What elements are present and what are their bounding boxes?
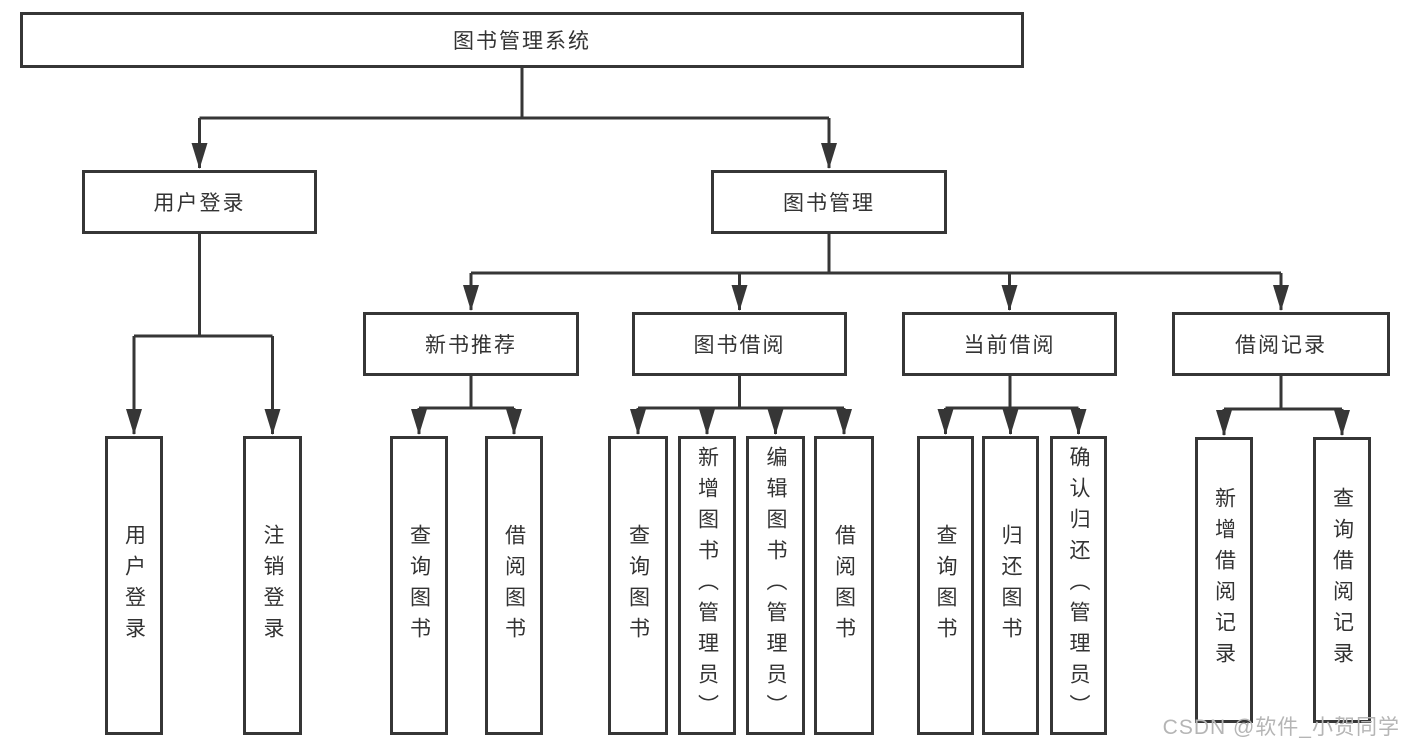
leaf-borrow-books-recommend: 借阅图书 <box>485 436 543 735</box>
leaf-label: 归还图书 <box>999 523 1022 648</box>
leaf-user-login: 用户登录 <box>105 436 163 735</box>
leaf-add-books-admin: 新增图书（管理员） <box>678 436 736 735</box>
node-label: 图书借阅 <box>693 334 786 357</box>
leaf-label: 编辑图书（管理员） <box>764 446 787 725</box>
node-book-management: 图书管理 <box>711 170 947 234</box>
leaf-label: 查询图书 <box>626 523 650 648</box>
leaf-query-books-borrowing: 查询图书 <box>608 436 668 735</box>
leaf-label: 查询图书 <box>934 523 957 648</box>
leaf-borrow-books: 借阅图书 <box>814 436 874 735</box>
leaf-label: 注销登录 <box>261 523 284 648</box>
csdn-watermark: CSDN @软件_小贺同学 <box>1162 716 1400 739</box>
node-label: 当前借阅 <box>963 334 1056 357</box>
leaf-label: 新增图书（管理员） <box>695 446 719 725</box>
leaf-query-borrow-record: 查询借阅记录 <box>1313 437 1371 723</box>
node-label: 用户登录 <box>153 192 246 215</box>
node-library-system-root: 图书管理系统 <box>20 12 1024 68</box>
leaf-label: 确认归还（管理员） <box>1067 446 1090 725</box>
leaf-label: 查询图书 <box>407 523 431 648</box>
leaf-label: 用户登录 <box>122 523 146 648</box>
node-current-borrowing: 当前借阅 <box>902 312 1117 376</box>
leaf-logout: 注销登录 <box>243 436 302 735</box>
node-label: 图书管理 <box>783 192 875 215</box>
node-borrow-records: 借阅记录 <box>1172 312 1390 376</box>
node-label: 借阅记录 <box>1235 334 1327 357</box>
node-new-book-recommend: 新书推荐 <box>363 312 579 376</box>
leaf-confirm-return-admin: 确认归还（管理员） <box>1050 436 1107 735</box>
node-label: 新书推荐 <box>425 334 517 357</box>
leaf-label: 借阅图书 <box>502 523 526 648</box>
leaf-label: 查询借阅记录 <box>1330 487 1354 673</box>
leaf-return-books: 归还图书 <box>982 436 1039 735</box>
node-book-borrowing: 图书借阅 <box>632 312 847 376</box>
leaf-edit-books-admin: 编辑图书（管理员） <box>746 436 805 735</box>
leaf-query-books-current: 查询图书 <box>917 436 974 735</box>
node-label: 图书管理系统 <box>453 30 591 53</box>
leaf-query-books-recommend: 查询图书 <box>390 436 448 735</box>
leaf-label: 新增借阅记录 <box>1212 487 1236 673</box>
leaf-label: 借阅图书 <box>832 523 856 648</box>
node-user-login: 用户登录 <box>82 170 317 234</box>
leaf-add-borrow-record: 新增借阅记录 <box>1195 437 1253 723</box>
